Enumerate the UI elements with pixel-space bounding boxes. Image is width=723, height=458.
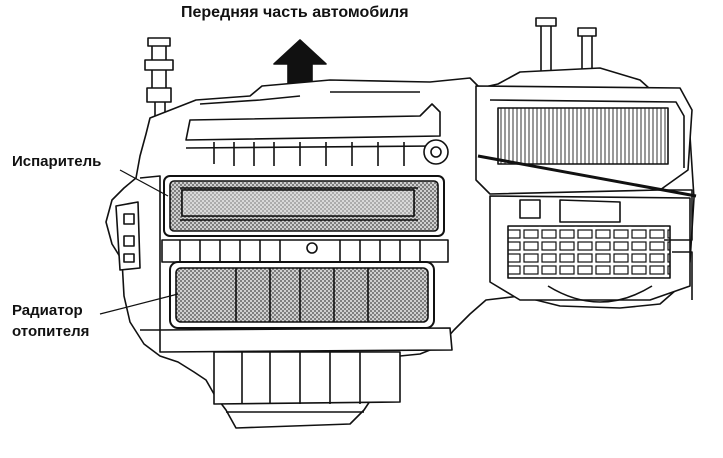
- heater-core: [169, 261, 435, 329]
- heater-core-label-line1: Радиатор: [12, 302, 83, 319]
- front-of-vehicle-label: Передняя часть автомобиля: [181, 4, 409, 21]
- heater-leader: [99, 293, 179, 315]
- evaporator-core: [163, 175, 445, 237]
- blower-module: [475, 85, 697, 303]
- evaporator-label: Испаритель: [12, 153, 102, 170]
- heater-core-label-line2: отопителя: [12, 323, 90, 340]
- evaporator-leader: [119, 169, 169, 197]
